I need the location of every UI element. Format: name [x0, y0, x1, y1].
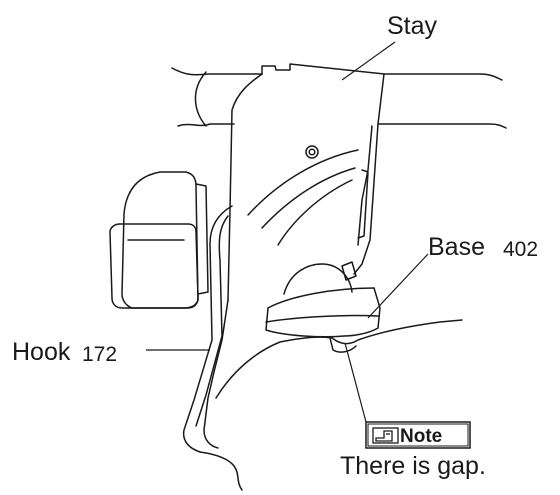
- roof-panel: [215, 319, 463, 399]
- handle-front: [109, 223, 199, 309]
- base-leader: [367, 253, 429, 319]
- stay-bar-bottom-right: [377, 123, 507, 129]
- hook-number: 172: [82, 343, 117, 366]
- stay-bar-top-left: [171, 67, 263, 76]
- base-label: Base: [428, 233, 485, 261]
- stay-label: Stay: [387, 12, 438, 40]
- base-block-top: [267, 287, 375, 309]
- base-block-mid: [265, 314, 379, 323]
- base-number: 402: [503, 238, 538, 261]
- stay-bracket: [261, 63, 385, 275]
- base-block-right: [343, 287, 381, 337]
- hand-pointing-icon: [372, 427, 399, 444]
- stay-bracket-tab: [341, 261, 357, 281]
- stay-bracket-left-edge: [227, 73, 263, 301]
- hook-label: Hook: [12, 338, 71, 366]
- stay-bracket-curve-inner: [261, 167, 356, 229]
- hook-outer: [182, 205, 233, 453]
- stay-bar-left-end: [194, 71, 207, 127]
- stay-bar-top-right: [383, 73, 503, 81]
- screw: [305, 145, 319, 159]
- base-block-left: [265, 307, 345, 338]
- note-label: Note: [400, 426, 442, 447]
- hook-inner: [195, 215, 229, 427]
- note-badge: Note: [365, 421, 471, 449]
- note-text: There is gap.: [340, 452, 486, 480]
- stay-bracket-curve-outer: [247, 149, 359, 216]
- note-leader: [344, 342, 367, 423]
- base-dome: [283, 263, 353, 295]
- stay-bracket-curve-lower: [277, 179, 353, 246]
- hook-bottom-curve: [199, 451, 243, 491]
- screw-inner: [308, 148, 316, 156]
- stay-leader: [341, 41, 396, 81]
- pillar-line: [203, 299, 229, 449]
- stay-bracket-slot: [357, 169, 369, 239]
- stay-bar-bottom-left: [177, 123, 235, 127]
- stay-bracket-inner: [357, 125, 373, 246]
- roof-panel-step: [329, 337, 357, 353]
- handle-side: [195, 183, 209, 295]
